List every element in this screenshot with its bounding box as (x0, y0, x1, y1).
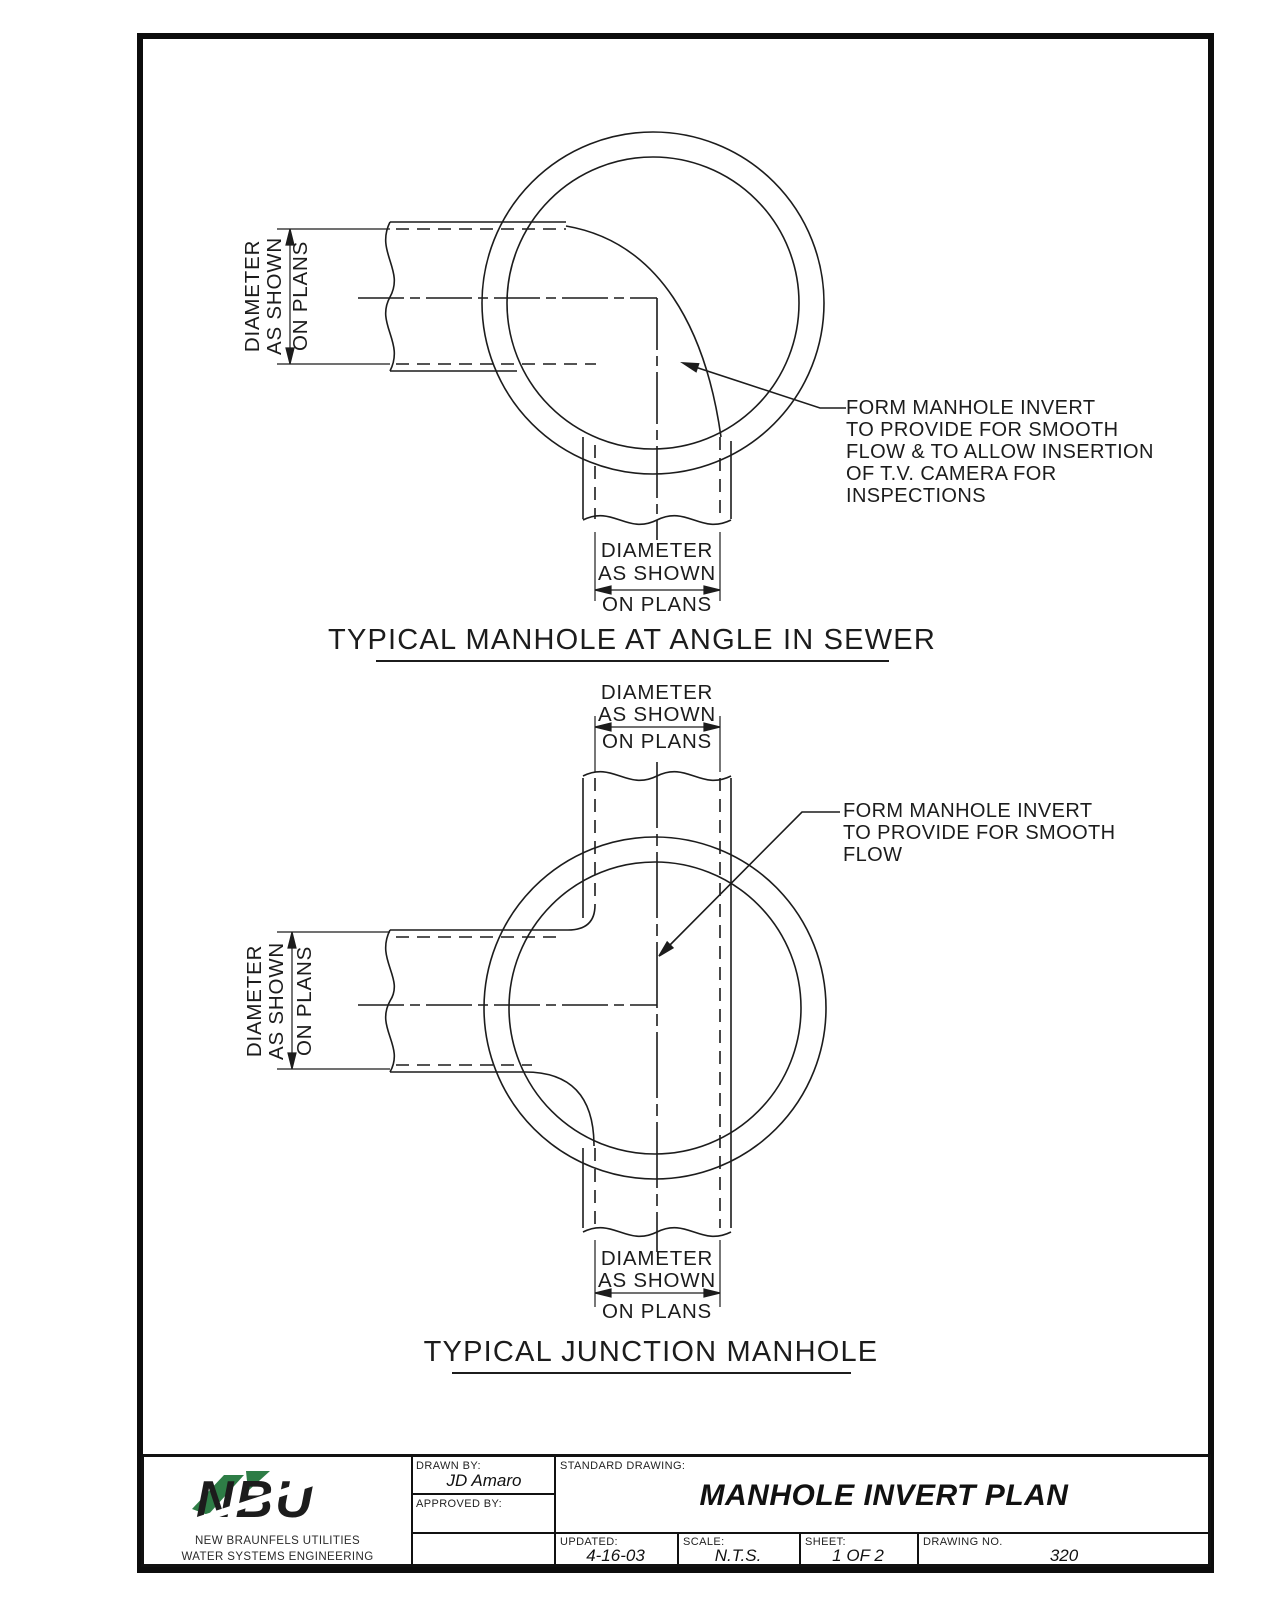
drawn-by-label: DRAWN BY: (416, 1460, 481, 1472)
standard-drawing-label: STANDARD DRAWING: (560, 1460, 686, 1472)
invert-channel-curve (565, 225, 722, 438)
drawing-no-value: 320 (1049, 1546, 1079, 1565)
figure1-bottom-dimension (594, 532, 721, 601)
figure2-note-leader (658, 811, 840, 957)
figure2-flow-centerline (358, 762, 658, 1252)
title-block-divider (411, 1532, 1208, 1534)
dimension-label: AS SHOWN (598, 703, 716, 726)
pipe-break-symbol (384, 929, 396, 1073)
dimension-label: ON PLANS (602, 1300, 712, 1323)
figure2-vertical-pipe (582, 770, 732, 1238)
invert-fillet-top (567, 904, 596, 931)
updated-value: 4-16-03 (586, 1546, 645, 1565)
dimension-label: DIAMETER (601, 681, 713, 704)
dimension-label: DIAMETER (601, 539, 713, 562)
dimension-label: ON PLANS (602, 593, 712, 616)
sheet-border (137, 33, 1214, 1573)
invert-note-line: FLOW (843, 844, 902, 866)
figure1-left-dimension (277, 228, 390, 365)
arrowhead-icon (287, 931, 297, 949)
arrowhead-icon (703, 722, 721, 732)
invert-note-line: FORM MANHOLE INVERT (846, 397, 1095, 419)
figure2-top-dimension (594, 716, 721, 772)
manhole1-outer-wall-circle (481, 131, 825, 475)
title-block-divider (677, 1532, 679, 1564)
title-block-divider (554, 1457, 556, 1564)
dimension-label: ON PLANS (602, 730, 712, 753)
invert-note-line: OF T.V. CAMERA FOR (846, 463, 1057, 485)
arrowhead-icon (594, 585, 612, 595)
sheet-label: SHEET: (805, 1536, 846, 1548)
invert-note-line: FLOW & TO ALLOW INSERTION (846, 441, 1154, 463)
figure2-title: TYPICAL JUNCTION MANHOLE (424, 1336, 879, 1368)
manhole1-inner-wall-circle (506, 156, 800, 450)
figure1-manhole-at-angle (277, 131, 889, 662)
figure1-note-leader (680, 362, 846, 409)
invert-note-line: TO PROVIDE FOR SMOOTH (843, 822, 1116, 844)
drawing-canvas: DIAMETER AS SHOWN ON PLANS DIAMETER AS S… (241, 131, 1154, 1374)
dimension-label: DIAMETER (241, 240, 264, 352)
invert-note-line: TO PROVIDE FOR SMOOTH (846, 419, 1119, 441)
dimension-label: ON PLANS (293, 946, 316, 1056)
figure2-left-pipe (384, 929, 568, 1073)
figure1-bottom-pipe (582, 437, 732, 526)
arrowhead-icon (287, 1052, 297, 1070)
dimension-label: AS SHOWN (598, 1269, 716, 1292)
updated-label: UPDATED: (560, 1536, 619, 1548)
invert-note-line: INSPECTIONS (846, 485, 986, 507)
figure1-texts: DIAMETER AS SHOWN ON PLANS DIAMETER AS S… (241, 237, 1154, 656)
org-name-line1: NEW BRAUNFELS UTILITIES (194, 1535, 361, 1547)
dimension-label: DIAMETER (601, 1247, 713, 1270)
org-name-line2: WATER SYSTEMS ENGINEERING (181, 1551, 374, 1563)
invert-fillet-bottom (524, 1071, 595, 1147)
nbu-logo-green-triangle (246, 1471, 270, 1491)
figure1-flow-centerline (358, 297, 658, 540)
title-block: NBU NEW BRAUNFELS UTILITIES WATER SYSTEM… (141, 1454, 1211, 1567)
approved-by-label: APPROVED BY: (416, 1498, 503, 1510)
invert-note-line: FORM MANHOLE INVERT (843, 800, 1092, 822)
arrowhead-icon (703, 1288, 721, 1298)
arrowhead-icon (594, 1288, 612, 1298)
arrowhead-icon (680, 362, 700, 373)
arrowhead-icon (703, 585, 721, 595)
figure1-title: TYPICAL MANHOLE AT ANGLE IN SEWER (328, 624, 936, 656)
arrowhead-icon (285, 347, 295, 365)
arrowhead-icon (658, 940, 675, 957)
drawing-title: MANHOLE INVERT PLAN (699, 1479, 1069, 1512)
drawn-by-value: JD Amaro (446, 1471, 522, 1490)
arrowhead-icon (285, 228, 295, 246)
title-block-divider (917, 1532, 919, 1564)
manhole2-outer-wall-circle (483, 836, 827, 1180)
scale-value: N.T.S. (714, 1546, 762, 1565)
scale-label: SCALE: (683, 1536, 725, 1548)
dimension-label: ON PLANS (289, 241, 312, 351)
dimension-label: AS SHOWN (598, 562, 716, 585)
figure2-texts: DIAMETER AS SHOWN ON PLANS DIAMETER AS S… (243, 681, 1116, 1368)
figure2-bottom-dimension (594, 1240, 721, 1307)
nbu-logo-green-stripe (192, 1475, 244, 1515)
manhole2-inner-wall-circle (508, 861, 802, 1155)
title-block-divider (799, 1532, 801, 1564)
figure1-left-pipe (384, 221, 596, 372)
title-block-divider (411, 1457, 413, 1564)
dimension-label: AS SHOWN (265, 942, 288, 1060)
title-block-divider (411, 1493, 556, 1495)
figure2-left-dimension (277, 931, 390, 1070)
drawing-no-label: DRAWING NO. (923, 1536, 1003, 1548)
dimension-label: AS SHOWN (263, 237, 286, 355)
pipe-break-symbol (384, 221, 396, 372)
pipe-break-symbol (582, 514, 732, 526)
figure2-junction-manhole (277, 716, 851, 1374)
nbu-logo-slash (188, 1467, 350, 1527)
dimension-label: DIAMETER (243, 945, 266, 1057)
arrowhead-icon (594, 722, 612, 732)
sheet-value: 1 OF 2 (832, 1546, 884, 1565)
nbu-logo: NBU (188, 1467, 350, 1527)
